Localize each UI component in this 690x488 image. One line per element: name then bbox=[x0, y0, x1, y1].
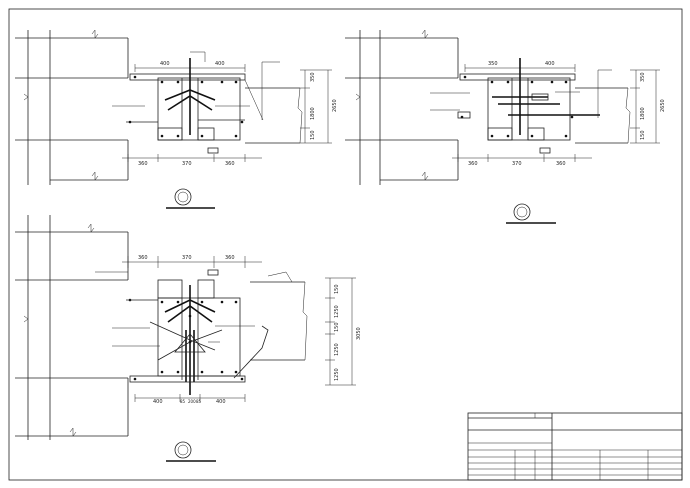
detail-2-side-dim-c: 150 bbox=[640, 130, 646, 140]
detail-2: 350 400 350 1800 150 2 bbox=[345, 29, 666, 224]
detail-3-bottom-small-c: 85 bbox=[196, 399, 202, 404]
detail-3-bottom-dim-right: 400 bbox=[216, 399, 226, 405]
detail-3-side-dim-d: 1250 bbox=[334, 343, 340, 356]
detail-1-label-circle bbox=[174, 188, 192, 206]
detail-2-top-dim-right: 400 bbox=[545, 61, 555, 67]
detail-1-bottom-dim-left: 360 bbox=[138, 161, 148, 167]
detail-1-side-dim-total: 2650 bbox=[332, 99, 338, 112]
title-block bbox=[467, 412, 683, 481]
detail-2-bottom-dim-mid: 370 bbox=[512, 161, 522, 167]
detail-3-bottom-dim-left: 400 bbox=[153, 399, 163, 405]
detail-2-label-circle bbox=[513, 203, 531, 221]
detail-3-top-dim-right: 360 bbox=[225, 255, 235, 261]
detail-3-side-dim-a: 150 bbox=[334, 284, 340, 294]
detail-1: 400 400 bbox=[15, 29, 338, 209]
detail-3-bottom-small-b: 200 bbox=[188, 399, 196, 404]
detail-1-bottom-dim-right: 360 bbox=[225, 161, 235, 167]
detail-3-side-dim-c: 150 bbox=[334, 322, 340, 332]
detail-2-bottom-dim-right: 360 bbox=[556, 161, 566, 167]
detail-1-side-dim-c: 150 bbox=[310, 130, 316, 140]
detail-1-top-dim-right: 400 bbox=[215, 61, 225, 67]
detail-1-side-dim-a: 350 bbox=[310, 72, 316, 82]
detail-3: 360 370 360 bbox=[15, 215, 362, 462]
detail-2-side-dim-total: 2650 bbox=[660, 99, 666, 112]
detail-2-top-dim-left: 350 bbox=[488, 61, 498, 67]
sheet-border bbox=[8, 8, 683, 481]
detail-2-side-dim-b: 1800 bbox=[640, 107, 646, 120]
detail-3-side-dim-b: 1250 bbox=[334, 305, 340, 318]
detail-3-label-circle bbox=[174, 441, 192, 459]
detail-3-bottom-small-a: 85 bbox=[180, 399, 186, 404]
detail-3-top-dim-mid: 370 bbox=[182, 255, 192, 261]
detail-3-side-dim-total: 3050 bbox=[356, 327, 362, 340]
detail-3-top-dim-left: 360 bbox=[138, 255, 148, 261]
detail-1-side-dim-b: 1800 bbox=[310, 107, 316, 120]
detail-3-side-dim-e: 1250 bbox=[334, 368, 340, 381]
detail-1-top-dim-left: 400 bbox=[160, 61, 170, 67]
detail-2-side-dim-a: 350 bbox=[640, 72, 646, 82]
detail-2-bottom-dim-left: 360 bbox=[468, 161, 478, 167]
detail-1-bottom-dim-mid: 370 bbox=[182, 161, 192, 167]
